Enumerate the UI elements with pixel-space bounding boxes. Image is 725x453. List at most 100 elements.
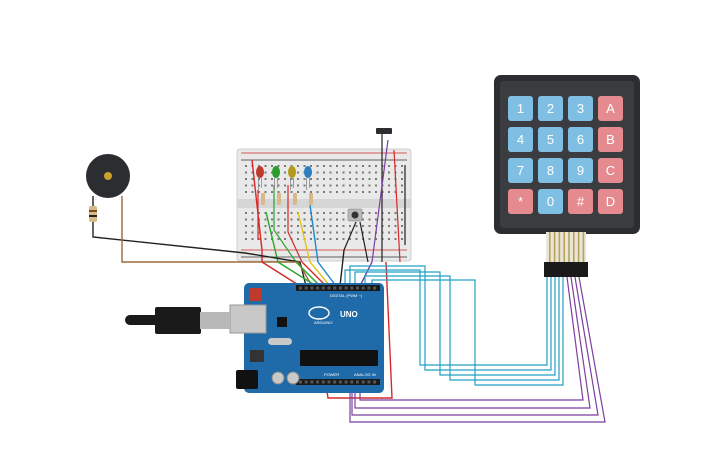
analog-pin[interactable] — [333, 380, 337, 384]
keypad-key-face — [598, 127, 623, 152]
breadboard-hole — [355, 171, 358, 174]
digital-pin[interactable] — [373, 286, 377, 290]
breadboard-hole — [277, 231, 280, 234]
digital-pin[interactable] — [316, 286, 320, 290]
digital-pin[interactable] — [321, 286, 325, 290]
keypad-key[interactable]: 7 — [508, 158, 533, 183]
led[interactable] — [256, 166, 264, 190]
digital-pin[interactable] — [356, 286, 359, 290]
usb-port[interactable] — [229, 304, 267, 334]
breadboard-hole — [368, 238, 371, 240]
keypad-key[interactable]: 2 — [538, 96, 563, 121]
breadboard-hole — [342, 212, 345, 214]
digital-pin[interactable] — [304, 286, 308, 290]
led[interactable] — [288, 166, 296, 190]
analog-pin[interactable] — [310, 380, 314, 384]
buzzer-resistor[interactable] — [89, 206, 97, 222]
breadboard-hole — [316, 238, 319, 240]
keypad-key[interactable]: 6 — [568, 127, 593, 152]
breadboard-hole — [310, 238, 312, 240]
analog-pin[interactable] — [327, 380, 331, 384]
breadboard-hole — [329, 184, 332, 187]
pushbutton[interactable] — [347, 208, 363, 222]
resistor-4[interactable] — [309, 193, 313, 205]
analog-pin[interactable] — [373, 380, 377, 384]
analog-pin[interactable] — [338, 380, 342, 384]
tilt-sensor[interactable] — [376, 128, 392, 134]
breadboard[interactable] — [236, 148, 412, 262]
keypad-key[interactable]: 0 — [538, 189, 563, 214]
analog-pin[interactable] — [304, 380, 308, 384]
breadboard-hole — [290, 225, 293, 227]
keypad-key[interactable]: # — [568, 189, 593, 214]
resistor-1[interactable] — [261, 193, 265, 205]
led-dome — [288, 166, 296, 178]
digital-pin[interactable] — [350, 286, 354, 290]
digital-pin[interactable] — [338, 286, 342, 290]
resistor-2[interactable] — [277, 193, 281, 205]
keypad-key-label: 7 — [517, 163, 524, 178]
digital-pin[interactable] — [361, 286, 365, 290]
arduino-logo-icon — [308, 306, 330, 320]
wire-red-left — [251, 159, 263, 262]
keypad-key[interactable]: C — [598, 158, 623, 183]
breadboard-hole — [284, 238, 286, 240]
wire-yellow-led3 — [297, 211, 311, 263]
breadboard-hole — [290, 231, 293, 234]
led[interactable] — [304, 166, 312, 190]
dc-power-jack[interactable] — [236, 370, 258, 389]
keypad-key-face — [598, 189, 623, 214]
analog-pin[interactable] — [344, 380, 348, 384]
digital-pin[interactable] — [367, 286, 371, 290]
digital-pin[interactable] — [299, 286, 302, 290]
keypad-key[interactable]: 4 — [508, 127, 533, 152]
keypad-key[interactable]: 1 — [508, 96, 533, 121]
analog-pin[interactable] — [321, 380, 325, 384]
keypad-key[interactable]: 8 — [538, 158, 563, 183]
keypad-key[interactable]: B — [598, 127, 623, 152]
analog-pin[interactable] — [361, 380, 365, 384]
analog-pin[interactable] — [367, 380, 371, 384]
keypad-key-face — [568, 189, 593, 214]
keypad-connector — [544, 262, 588, 277]
resistor-3[interactable] — [293, 193, 297, 205]
keypad-key[interactable]: * — [508, 189, 533, 214]
keypad-key[interactable]: A — [598, 96, 623, 121]
usb-plug-body — [155, 307, 201, 334]
keypad-key-label: 8 — [547, 163, 554, 178]
analog-pin[interactable] — [316, 380, 320, 384]
breadboard-hole — [362, 212, 364, 214]
keypad-key[interactable]: D — [598, 189, 623, 214]
led[interactable] — [272, 166, 280, 190]
breadboard-hole — [368, 191, 371, 193]
keypad-key[interactable]: 9 — [568, 158, 593, 183]
breadboard-hole — [264, 165, 267, 167]
digital-pin[interactable] — [344, 286, 348, 290]
digital-pin[interactable] — [333, 286, 337, 290]
wire-teal-1 — [344, 262, 548, 366]
reset-button[interactable] — [249, 288, 262, 301]
digital-label: DIGITAL (PWM ~) — [330, 293, 363, 298]
digital-pin[interactable] — [310, 286, 314, 290]
wire-red-to-d — [301, 261, 327, 287]
breadboard-hole — [310, 218, 312, 221]
analog-pin[interactable] — [350, 380, 354, 384]
ribbon-line — [568, 232, 570, 262]
breadboard-hole — [316, 184, 319, 187]
usb-cable[interactable] — [125, 307, 230, 334]
analog-pin[interactable] — [299, 380, 302, 384]
breadboard-hole — [362, 225, 364, 227]
analog-pin[interactable] — [356, 380, 359, 384]
wire-blue-to-d — [317, 261, 337, 287]
wire-purple-1 — [359, 276, 584, 401]
breadboard-hole — [394, 225, 397, 227]
breadboard-hole — [355, 191, 358, 193]
keypad-key[interactable]: 3 — [568, 96, 593, 121]
arduino-uno[interactable]: ARDUINO UNO DIGITAL (PWM ~) POWER ANALOG… — [229, 283, 384, 393]
digital-pin[interactable] — [327, 286, 331, 290]
keypad-key-label: A — [606, 101, 615, 116]
keypad-key[interactable]: 5 — [538, 127, 563, 152]
piezo-buzzer[interactable] — [86, 154, 130, 198]
